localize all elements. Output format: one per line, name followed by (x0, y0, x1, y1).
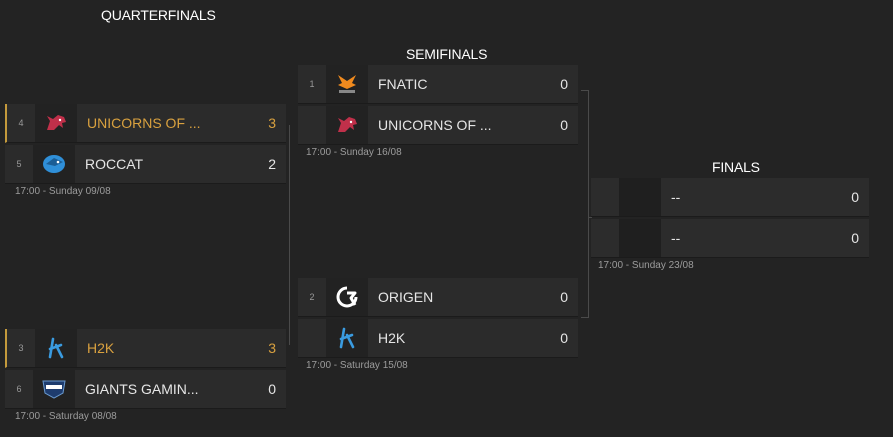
team-seed: 2 (309, 292, 315, 302)
team-name: UNICORNS OF ... (378, 117, 492, 133)
team-name: -- (671, 189, 681, 205)
match-final[interactable]: -- 0 -- 0 (591, 178, 869, 260)
match-quarterfinal-1[interactable]: 4 UNICORNS OF ... 3 5 ROCCAT 2 (5, 104, 286, 186)
match-time: 17:00 - Sunday 09/08 (15, 186, 111, 197)
match-quarterfinal-2[interactable]: 3 H2K 3 6 GIANTS GAMIN... 0 (5, 329, 286, 411)
unicorn-icon (35, 104, 77, 142)
team-row[interactable]: 4 UNICORNS OF ... 3 (5, 104, 286, 143)
team-row[interactable]: 2 ORIGEN 0 (298, 278, 578, 317)
bracket-connector (588, 217, 592, 218)
team-logo-placeholder (619, 178, 661, 216)
team-seed: 4 (18, 118, 24, 128)
match-time: 17:00 - Sunday 23/08 (598, 260, 694, 271)
team-score: 0 (560, 117, 568, 133)
h2k-icon (326, 319, 368, 357)
finals-title: FINALS (712, 159, 760, 175)
team-score: 0 (851, 189, 859, 205)
team-row[interactable]: H2K 0 (298, 319, 578, 358)
team-seed (298, 319, 326, 357)
team-seed (298, 106, 326, 144)
team-name: -- (671, 230, 681, 246)
team-score: 0 (560, 330, 568, 346)
team-score: 0 (560, 289, 568, 305)
team-row[interactable]: UNICORNS OF ... 0 (298, 106, 578, 145)
team-row[interactable]: 5 ROCCAT 2 (5, 145, 286, 184)
semifinals-title: SEMIFINALS (406, 46, 488, 62)
giants-icon (33, 370, 75, 408)
team-score: 2 (268, 156, 276, 172)
bracket-connector (581, 90, 589, 318)
roccat-icon (33, 145, 75, 183)
team-seed: 3 (18, 343, 24, 353)
match-time: 17:00 - Saturday 15/08 (306, 360, 408, 371)
team-name: UNICORNS OF ... (87, 115, 201, 131)
team-row[interactable]: 6 GIANTS GAMIN... 0 (5, 370, 286, 409)
bracket-connector (289, 125, 296, 345)
team-name: FNATIC (378, 76, 428, 92)
team-seed: 5 (16, 159, 22, 169)
team-row[interactable]: -- 0 (591, 219, 869, 258)
fnatic-icon (326, 65, 368, 103)
match-time: 17:00 - Sunday 16/08 (306, 147, 402, 158)
team-name: ORIGEN (378, 289, 434, 305)
team-score: 3 (268, 115, 276, 131)
team-score: 0 (268, 381, 276, 397)
team-seed: 1 (309, 79, 315, 89)
team-row[interactable]: 3 H2K 3 (5, 329, 286, 368)
team-score: 0 (851, 230, 859, 246)
team-name: H2K (87, 340, 115, 356)
h2k-icon (35, 329, 77, 367)
team-logo-placeholder (619, 219, 661, 257)
match-time: 17:00 - Saturday 08/08 (15, 411, 117, 422)
team-score: 3 (268, 340, 276, 356)
team-seed (591, 178, 619, 216)
team-seed: 6 (16, 384, 22, 394)
team-row[interactable]: -- 0 (591, 178, 869, 217)
team-name: ROCCAT (85, 156, 144, 172)
team-score: 0 (560, 76, 568, 92)
team-name: GIANTS GAMIN... (85, 381, 199, 397)
team-seed (591, 219, 619, 257)
match-semifinal-2[interactable]: 2 ORIGEN 0 H2K 0 (298, 278, 578, 360)
match-semifinal-1[interactable]: 1 FNATIC 0 UNICORNS OF ... 0 (298, 65, 578, 147)
team-row[interactable]: 1 FNATIC 0 (298, 65, 578, 104)
origen-icon (326, 278, 368, 316)
unicorn-icon (326, 106, 368, 144)
quarterfinals-title: QUARTERFINALS (101, 7, 216, 23)
team-name: H2K (378, 330, 406, 346)
